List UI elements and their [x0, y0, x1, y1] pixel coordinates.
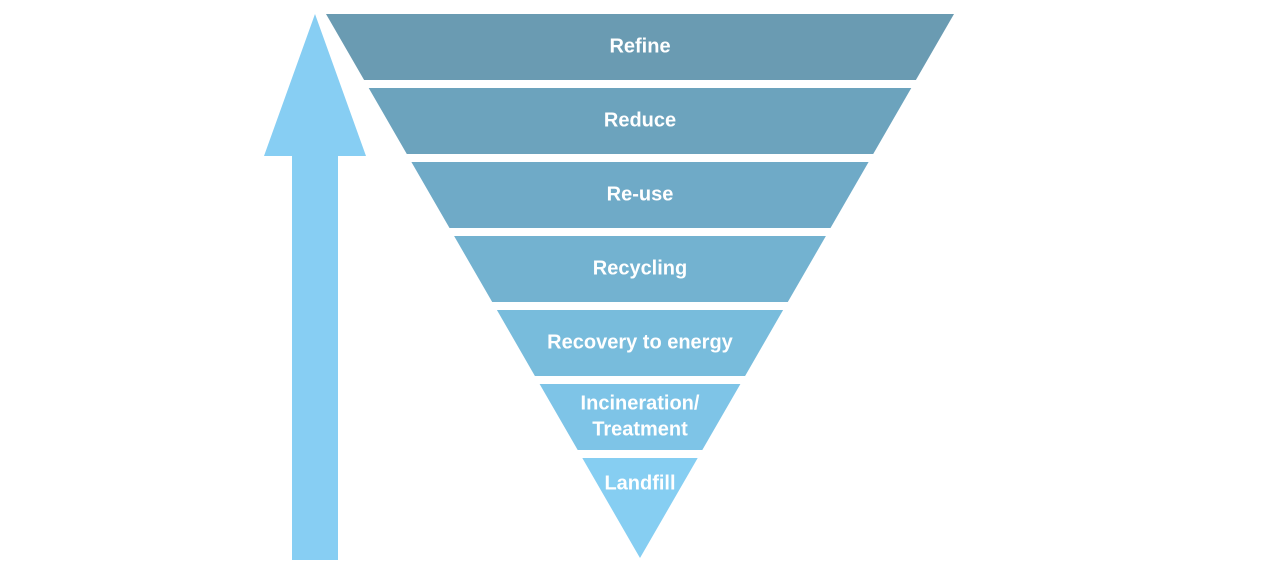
tier-label: Treatment [592, 418, 688, 440]
tier-label: Incineration/ [581, 392, 700, 414]
tier-shape [539, 384, 741, 450]
tier-shape [411, 162, 869, 228]
tier-3: Re-use [411, 162, 869, 228]
arrow-up-icon [264, 14, 366, 560]
tier-label: Landfill [604, 472, 675, 494]
tier-6: Incineration/Treatment [539, 384, 741, 450]
tier-shape [368, 88, 912, 154]
tier-shape [582, 458, 698, 558]
tier-shape [326, 14, 954, 80]
tier-4: Recycling [454, 236, 826, 302]
tier-2: Reduce [368, 88, 912, 154]
tier-label: Refine [609, 35, 670, 57]
tier-5: Recovery to energy [496, 310, 784, 376]
tier-label: Re-use [607, 183, 674, 205]
tier-label: Reduce [604, 109, 676, 131]
tier-shape [496, 310, 784, 376]
tier-1: Refine [326, 14, 954, 80]
tier-shape [454, 236, 826, 302]
tier-7: Landfill [582, 458, 698, 558]
tier-label: Recovery to energy [547, 331, 734, 353]
tier-label: Recycling [593, 257, 687, 279]
